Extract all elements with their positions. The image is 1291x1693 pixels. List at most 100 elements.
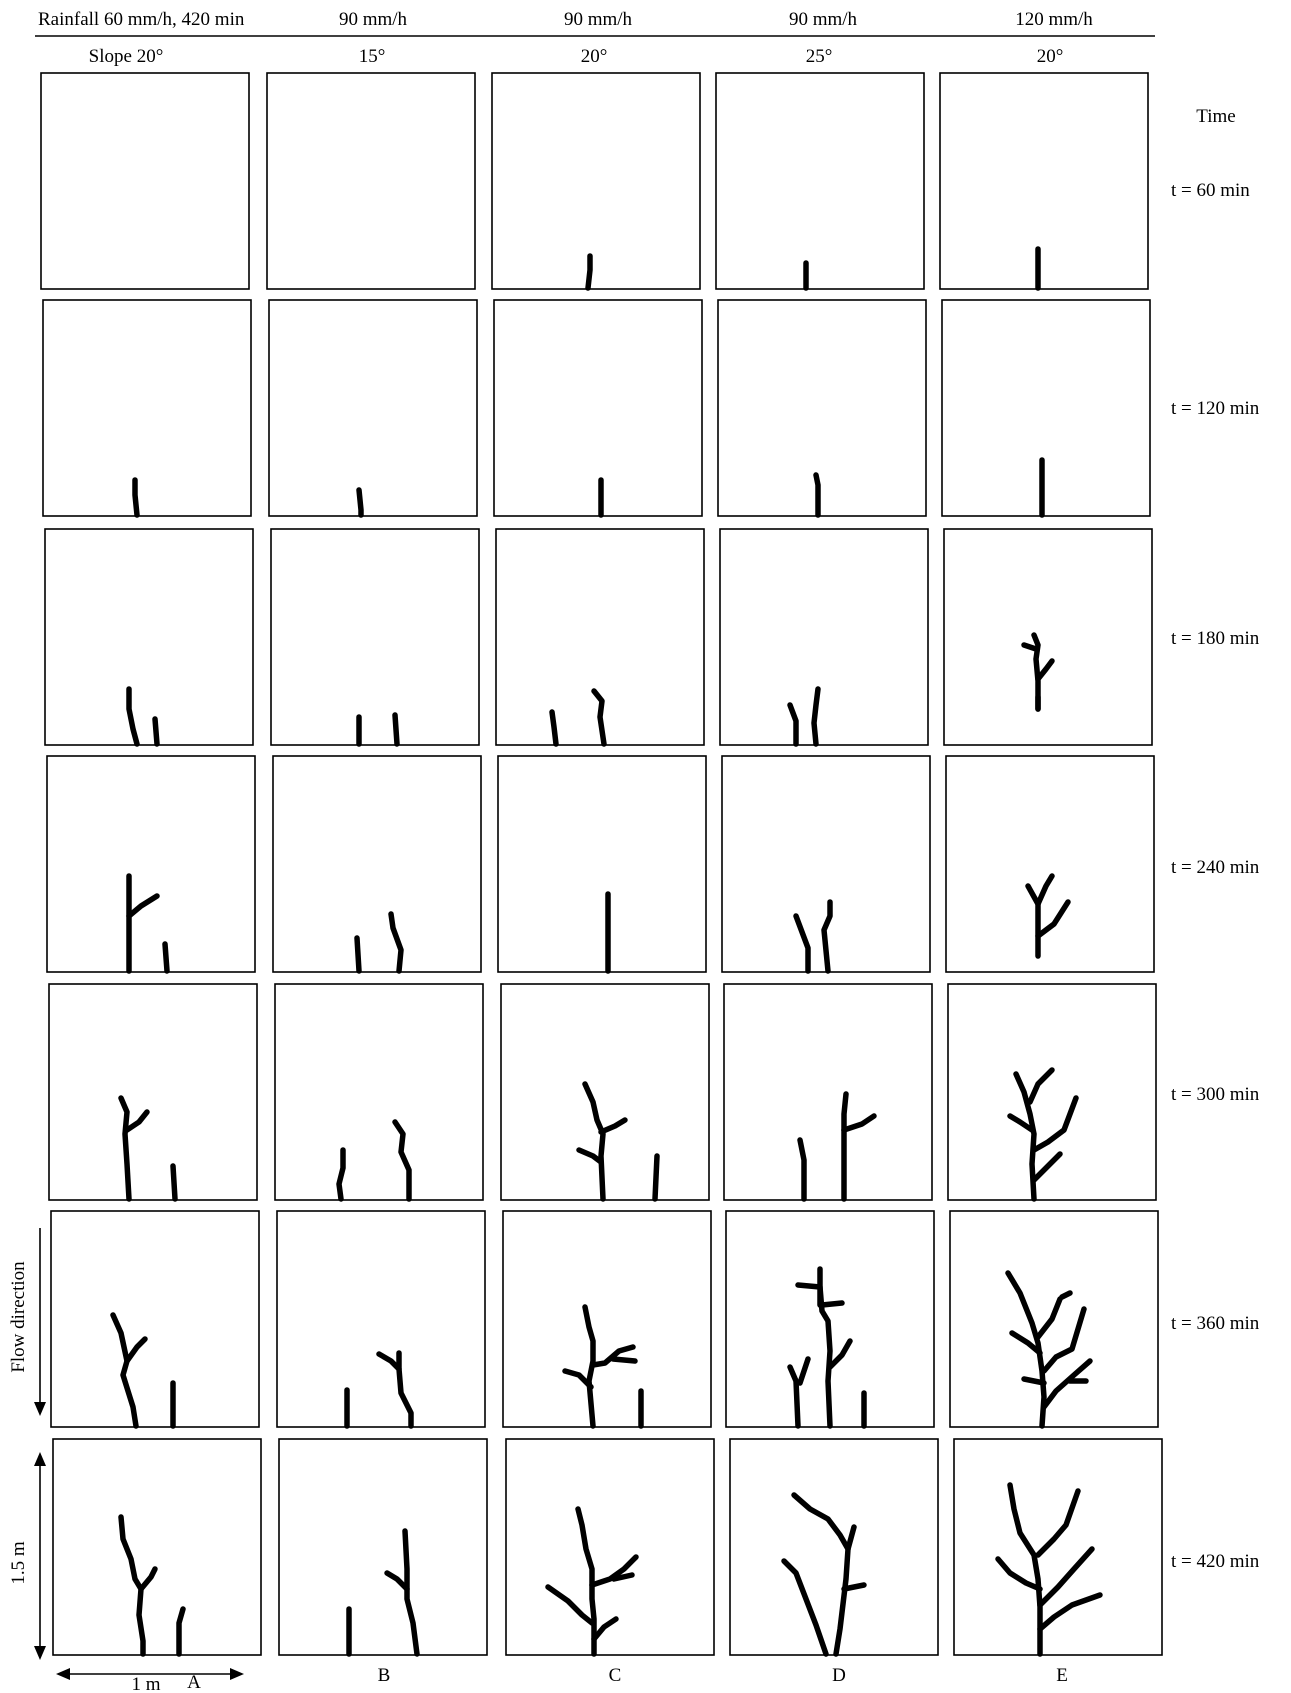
column-letter-d: D [832, 1665, 846, 1686]
panel-c-t240 [498, 756, 706, 972]
panel-a-t180 [45, 529, 253, 745]
panel-d-t360 [726, 1211, 934, 1427]
time-label-120: t = 120 min [1171, 398, 1260, 419]
rill-channel [135, 480, 137, 515]
rill-channel [359, 490, 361, 515]
panel-frame [271, 529, 479, 745]
panel-d-t420 [730, 1439, 938, 1655]
panel-frame [43, 300, 251, 516]
rill-channel [588, 256, 590, 288]
column-letter-a: A [187, 1672, 201, 1693]
panel-b-t420 [279, 1439, 487, 1655]
panel-e-t300 [948, 984, 1156, 1200]
time-label-60: t = 60 min [1171, 180, 1250, 201]
rill-channel [357, 938, 359, 971]
slope-header-a: Slope 20° [89, 46, 164, 67]
panel-a-t60 [41, 73, 249, 289]
panel-c-t300 [501, 984, 709, 1200]
slope-header-d: 25° [806, 46, 833, 67]
rainfall-header-d: 90 mm/h [789, 9, 858, 30]
panel-e-t420 [954, 1439, 1162, 1655]
panel-a-t120 [43, 300, 251, 516]
panel-d-t120 [718, 300, 926, 516]
rill-channel [155, 719, 157, 744]
panel-c-t360 [503, 1211, 711, 1427]
panel-frame [53, 1439, 261, 1655]
time-label-360: t = 360 min [1171, 1313, 1260, 1334]
rill-channel [614, 1575, 632, 1579]
panel-frame [279, 1439, 487, 1655]
panel-d-t300 [724, 984, 932, 1200]
panel-frame [269, 300, 477, 516]
rainfall-header-b: 90 mm/h [339, 9, 408, 30]
rill-channel [613, 1359, 635, 1361]
slope-header-e: 20° [1037, 46, 1064, 67]
panel-frame [47, 756, 255, 972]
panel-frame [45, 529, 253, 745]
panel-frame [49, 984, 257, 1200]
rill-channel [844, 1094, 846, 1199]
height-scale-arrowhead-top [34, 1452, 46, 1466]
panel-frame [948, 984, 1156, 1200]
panel-frame [41, 73, 249, 289]
panel-frame [720, 529, 928, 745]
panel-e-t180 [944, 529, 1152, 745]
panel-frame [51, 1211, 259, 1427]
panel-frame [273, 756, 481, 972]
panel-frame [267, 73, 475, 289]
rill-channel [814, 689, 818, 744]
panel-frame [494, 300, 702, 516]
height-scale-arrowhead-bottom [34, 1646, 46, 1660]
panel-b-t300 [275, 984, 483, 1200]
time-label-180: t = 180 min [1171, 628, 1260, 649]
panel-frame [492, 73, 700, 289]
panel-frame [954, 1439, 1162, 1655]
panel-frame [946, 756, 1154, 972]
panel-b-t180 [271, 529, 479, 745]
panel-frame [503, 1211, 711, 1427]
panel-c-t420 [506, 1439, 714, 1655]
panel-frame [944, 529, 1152, 745]
panel-b-t60 [267, 73, 475, 289]
panel-frame [730, 1439, 938, 1655]
column-letter-e: E [1056, 1665, 1068, 1686]
time-title: Time [1196, 106, 1235, 127]
rill-channel [655, 1156, 657, 1199]
rill-channel [395, 715, 397, 744]
column-letter-b: B [378, 1665, 391, 1686]
slope-header-b: 15° [359, 46, 386, 67]
panel-c-t120 [494, 300, 702, 516]
width-scale-arrowhead-right [230, 1668, 244, 1680]
time-label-240: t = 240 min [1171, 857, 1260, 878]
rill-channel [1024, 1379, 1044, 1383]
slope-header-c: 20° [581, 46, 608, 67]
width-scale-label: 1 m [131, 1674, 160, 1693]
panel-a-t420 [53, 1439, 261, 1655]
panel-a-t300 [49, 984, 257, 1200]
panel-c-t60 [492, 73, 700, 289]
panel-b-t240 [273, 756, 481, 972]
panel-frame [275, 984, 483, 1200]
height-scale-label: 1.5 m [8, 1541, 29, 1585]
panel-e-t60 [940, 73, 1148, 289]
width-scale-arrowhead-left [56, 1668, 70, 1680]
panel-c-t180 [496, 529, 704, 745]
rainfall-header-a: Rainfall 60 mm/h, 420 min [38, 9, 245, 30]
panel-frame [498, 756, 706, 972]
panel-d-t240 [722, 756, 930, 972]
panel-d-t60 [716, 73, 924, 289]
flow-direction-label: Flow direction [8, 1261, 29, 1373]
panel-d-t180 [720, 529, 928, 745]
panel-frame [501, 984, 709, 1200]
panel-frame [724, 984, 932, 1200]
panel-frame [718, 300, 926, 516]
rill-channel [165, 944, 167, 971]
time-label-420: t = 420 min [1171, 1551, 1260, 1572]
panel-b-t360 [277, 1211, 485, 1427]
panel-e-t360 [950, 1211, 1158, 1427]
panel-e-t240 [946, 756, 1154, 972]
panel-a-t360 [51, 1211, 259, 1427]
time-label-300: t = 300 min [1171, 1084, 1260, 1105]
panel-b-t120 [269, 300, 477, 516]
